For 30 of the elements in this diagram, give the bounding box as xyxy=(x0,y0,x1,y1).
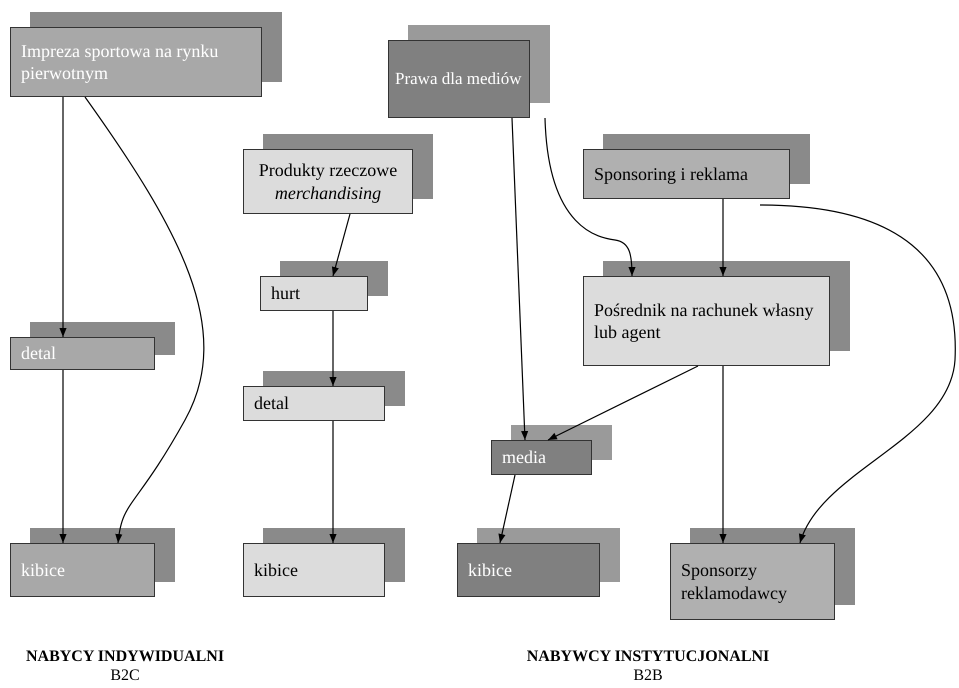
arrow xyxy=(544,118,636,276)
group-heading: NABYWCY INSTYTUCJONALNI xyxy=(526,648,770,666)
node-text: Produkty rzeczowe merchandising xyxy=(258,159,398,204)
group-heading: NABYCY INDYWIDUALNI xyxy=(26,648,224,666)
arrow xyxy=(59,370,67,543)
node-text: media xyxy=(502,446,546,469)
arrow xyxy=(719,199,727,276)
arrow xyxy=(498,474,516,544)
node-text: Sponsoring i reklama xyxy=(594,162,748,186)
node-text: kibice xyxy=(254,558,298,582)
node-text: kibice xyxy=(21,558,65,582)
node-text: kibice xyxy=(468,558,512,582)
arrow xyxy=(332,214,351,276)
arrow xyxy=(329,311,337,386)
node-text: hurt xyxy=(271,282,300,305)
node-text: Prawa dla mediów xyxy=(395,68,522,90)
node-text: detal xyxy=(254,392,289,415)
arrow xyxy=(59,97,67,337)
arrow xyxy=(719,366,727,543)
arrow xyxy=(84,96,204,544)
group-code: B2B xyxy=(633,667,663,685)
node-text: Sponsorzy reklamodawcy xyxy=(681,559,788,604)
node-text: Pośrednik na rachunek własny lub agent xyxy=(594,298,814,344)
node-text: Impreza sportowa na rynku pierwotnym xyxy=(21,40,220,84)
arrow xyxy=(329,421,337,543)
group-code: B2C xyxy=(110,667,140,685)
arrow xyxy=(760,204,956,544)
node-text: detal xyxy=(21,342,56,365)
arrow xyxy=(511,118,528,440)
arrow xyxy=(548,365,698,441)
